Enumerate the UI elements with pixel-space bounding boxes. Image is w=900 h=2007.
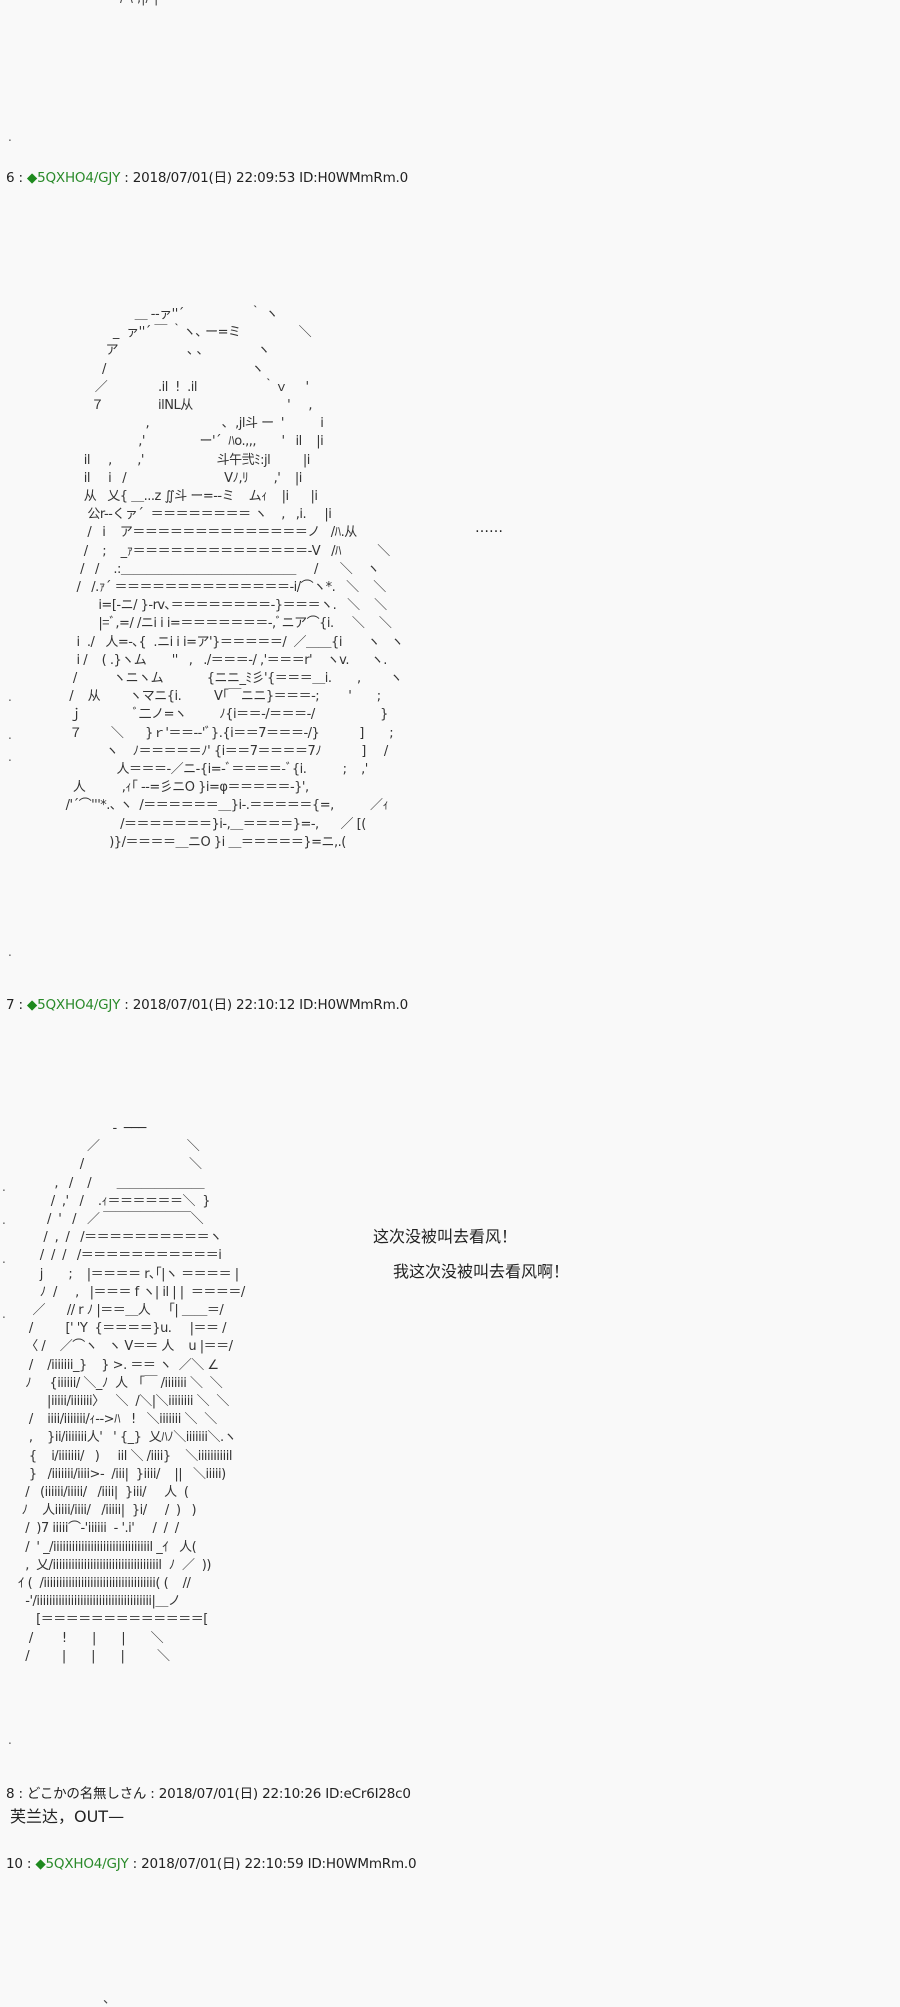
ellipsis-text: …… (475, 520, 503, 536)
margin-dot: . (8, 750, 12, 764)
poster-name[interactable]: 5QXHO4/GJY (37, 997, 121, 1013)
post-date-id: : 2018/07/01(日) 22:10:59 ID:H0WMmRm.0 (128, 1856, 417, 1872)
ascii-art-2: - ─── ／ ＼ / ＼ , / / ＿＿＿＿＿＿＿ / ,' / .ｨ＝＝＝… (18, 1121, 245, 1664)
margin-dot: . (2, 1252, 6, 1266)
margin-dot: . (8, 945, 12, 959)
post-date-id: : 2018/07/01(日) 22:10:26 ID:eCr6I28c0 (146, 1786, 411, 1802)
post-header-10: 10 : ◆5QXHO4/GJY : 2018/07/01(日) 22:10:5… (6, 1856, 417, 1872)
post-header-7: 7 : ◆5QXHO4/GJY : 2018/07/01(日) 22:10:12… (6, 997, 408, 1013)
poster-name[interactable]: 5QXHO4/GJY (37, 170, 121, 186)
margin-dot: . (8, 728, 12, 742)
poster-name[interactable]: 5QXHO4/GJY (45, 1856, 129, 1872)
ascii-art-1: ＿ -‐ァ''´ ｀ ヽ _ ァ''´ ￣ ｀ヽ､ ー=ミ ＼ ア ､ ､ ヽ … (65, 307, 404, 850)
previous-post-art-fragment: / \ ,|/ | (120, 0, 158, 6)
post-date-id: : 2018/07/01(日) 22:10:12 ID:H0WMmRm.0 (120, 997, 408, 1013)
trip-diamond-icon: ◆ (35, 1856, 46, 1872)
margin-dot: . (8, 1733, 12, 1747)
margin-dot: . (2, 1307, 6, 1321)
next-art-fragment: 、 (103, 1992, 117, 2007)
post-date-id: : 2018/07/01(日) 22:09:53 ID:H0WMmRm.0 (120, 170, 408, 186)
margin-dot: . (8, 130, 12, 144)
post-number: 8 (6, 1786, 15, 1802)
trip-diamond-icon: ◆ (26, 997, 38, 1013)
post-header-8: 8 : どこかの名無しさん : 2018/07/01(日) 22:10:26 I… (6, 1786, 411, 1802)
speech-line-2: 我这次没被叫去看风啊！ (393, 1262, 570, 1281)
post-number: 10 (6, 1856, 23, 1872)
margin-dot: . (2, 1180, 6, 1194)
margin-dot: . (8, 690, 12, 704)
speech-line-1: 这次没被叫去看风！ (373, 1227, 518, 1246)
post-number: 7 (6, 997, 15, 1013)
trip-diamond-icon: ◆ (26, 170, 38, 186)
post-body-8: 芙兰达，OUT— (10, 1807, 125, 1826)
margin-dot: . (2, 1213, 6, 1227)
post-header-6: 6 : ◆5QXHO4/GJY : 2018/07/01(日) 22:09:53… (6, 170, 408, 186)
poster-name: どこかの名無しさん (26, 1786, 147, 1802)
post-number: 6 (6, 170, 15, 186)
